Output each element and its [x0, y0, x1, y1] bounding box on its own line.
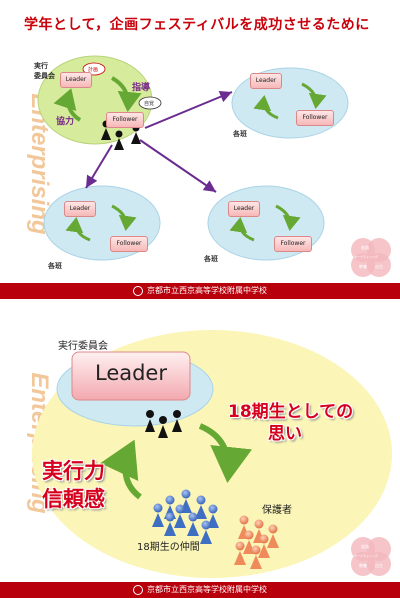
slide-2: Enterprising — [0, 299, 400, 598]
self-bubble-text: 自覚 — [144, 101, 155, 107]
committee-label: 実行委員会 — [58, 341, 108, 352]
group-label: 各班 — [233, 130, 247, 138]
logo-text: 教養 — [359, 562, 367, 568]
cooperation-label: 協力 — [56, 117, 75, 127]
group-leader-box: Leader — [64, 201, 96, 217]
guardians-label: 保護者 — [262, 505, 292, 516]
logo-text: 自主 — [375, 562, 383, 568]
school-emblem-icon — [133, 584, 143, 595]
cycle-arrow — [53, 88, 82, 122]
group-leader-box: Leader — [228, 201, 260, 217]
cycle-arrow — [198, 423, 253, 483]
cycle-arrow — [110, 76, 142, 112]
school-logo: 進路 エンタープライジング 教養 自主 — [348, 537, 391, 576]
logo-text: エンタープライジング — [348, 553, 378, 558]
leader-box: Leader — [60, 72, 92, 88]
peers-people-icon — [152, 489, 219, 544]
slide-title: 学年として，企画フェスティバルを成功させるために — [24, 17, 370, 33]
cycle-arrow — [111, 204, 137, 231]
logo-text: 教養 — [359, 263, 367, 269]
relationship-diagram — [32, 330, 392, 578]
logo-text: エンタープライジング — [348, 254, 378, 259]
action-line-1: 実行力 — [42, 459, 105, 483]
group-label: 各班 — [204, 255, 218, 263]
school-logo: 進路 エンタープライジング 教養 自主 — [348, 238, 391, 277]
structure-diagram — [37, 55, 349, 261]
leader-people-icon — [145, 410, 182, 438]
leader-text: Leader — [94, 361, 167, 385]
logo-text: 自主 — [375, 263, 383, 269]
group-follower-box: Follower — [296, 110, 334, 126]
group-follower-box: Follower — [110, 236, 148, 252]
committee-label: 実行 委員会 — [34, 62, 55, 80]
slide-1: 学年として，企画フェスティバルを成功させるために Enterprising — [0, 17, 400, 299]
logo-text: 進路 — [361, 244, 369, 250]
cycle-arrow — [65, 217, 91, 242]
guidance-label: 指導 — [132, 83, 151, 93]
footer-text: 京都市立西京高等学校附属中学校 — [147, 286, 267, 295]
message-line-2: 思い — [268, 424, 302, 444]
leader-box — [71, 351, 191, 401]
peers-label: 18期生の仲間 — [137, 542, 200, 553]
cycle-arrow — [301, 82, 327, 109]
guardians-people-icon — [234, 515, 279, 569]
plan-bubble-text: 計画 — [88, 67, 99, 73]
message-line-1: 18期生としての — [228, 402, 354, 422]
arrow-to-bottom-left — [85, 144, 113, 189]
cycle-arrow — [229, 217, 255, 242]
arrow-to-top-right — [144, 91, 233, 129]
cycle-arrow — [100, 439, 142, 500]
footer-bar: 京都市立西京高等学校附属中学校 — [0, 283, 400, 299]
action-line-2: 信頼感 — [42, 487, 105, 511]
group-label: 各班 — [48, 262, 62, 270]
school-emblem-icon — [133, 285, 143, 296]
cycle-arrow — [253, 95, 279, 120]
group-leader-box: Leader — [250, 73, 282, 89]
logo-text: 進路 — [361, 543, 369, 549]
self-bubble — [138, 96, 162, 110]
arrow-to-bottom-right — [139, 139, 217, 193]
group-follower-box: Follower — [274, 236, 312, 252]
footer-text: 京都市立西京高等学校附属中学校 — [147, 585, 267, 594]
footer-bar: 京都市立西京高等学校附属中学校 — [0, 582, 400, 598]
cycle-arrow — [275, 204, 301, 231]
follower-box: Follower — [106, 112, 144, 128]
